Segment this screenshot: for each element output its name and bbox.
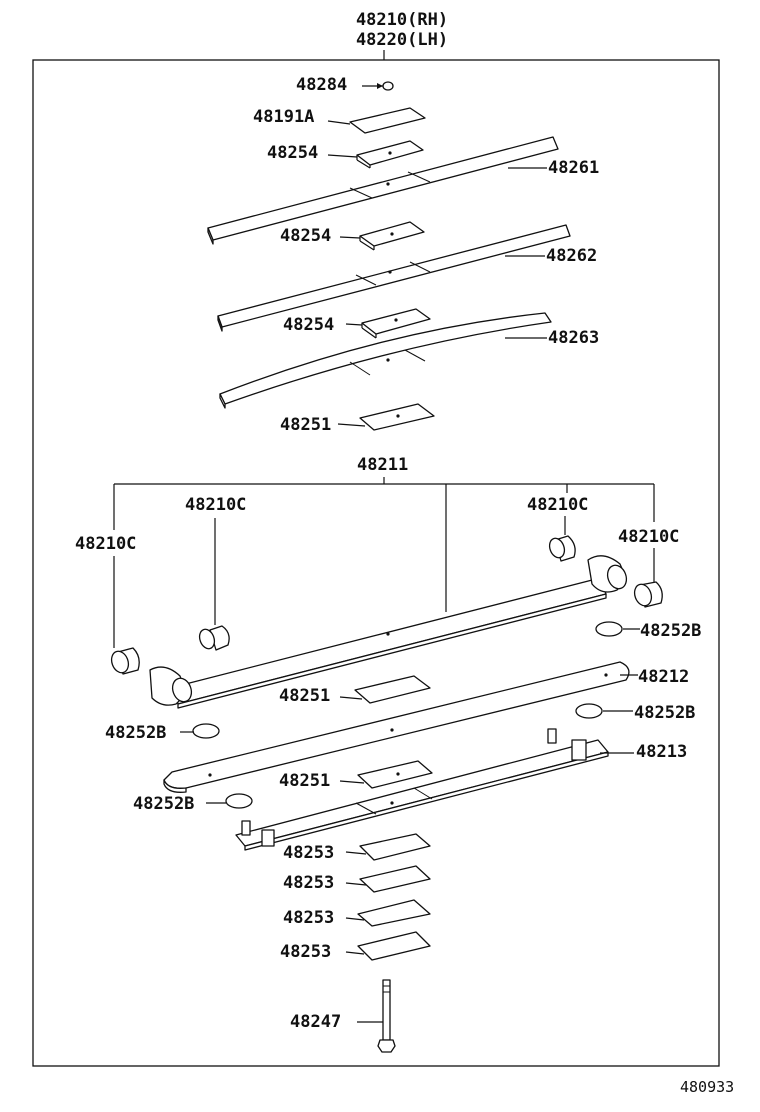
label-48212: 48212 bbox=[638, 667, 689, 687]
assembly-title-rh: 48210(RH) bbox=[356, 10, 448, 30]
part-48252b-cap-1[interactable] bbox=[595, 621, 640, 637]
part-48213-leaf[interactable] bbox=[235, 728, 634, 851]
label-48251-2: 48251 bbox=[279, 686, 330, 706]
label-48251-1: 48251 bbox=[280, 415, 331, 435]
part-48254-spacer-3[interactable] bbox=[345, 308, 431, 339]
leader-48211 bbox=[113, 477, 655, 612]
label-48253-2: 48253 bbox=[283, 873, 334, 893]
label-48210c-2: 48210C bbox=[527, 495, 588, 515]
part-48254-spacer-2[interactable] bbox=[339, 221, 425, 251]
label-48253-4: 48253 bbox=[280, 942, 331, 962]
label-48252b-1: 48252B bbox=[640, 621, 701, 641]
assembly-title-lh: 48220(LH) bbox=[356, 30, 448, 50]
part-48252b-cap-4[interactable] bbox=[206, 793, 253, 809]
label-48253-3: 48253 bbox=[283, 908, 334, 928]
label-48211: 48211 bbox=[357, 455, 408, 475]
part-48253-shim-1[interactable] bbox=[345, 833, 431, 861]
label-48262: 48262 bbox=[546, 246, 597, 266]
label-48210c-1: 48210C bbox=[185, 495, 246, 515]
label-48252b-4: 48252B bbox=[133, 794, 194, 814]
part-48210c-bushing-3[interactable] bbox=[109, 647, 140, 675]
diagram-code: 480933 bbox=[680, 1078, 734, 1096]
label-48210c-3: 48210C bbox=[75, 534, 136, 554]
label-48251-3: 48251 bbox=[279, 771, 330, 791]
part-48284-nut[interactable] bbox=[362, 81, 394, 91]
part-48253-shim-2[interactable] bbox=[345, 865, 431, 893]
part-48252b-cap-3[interactable] bbox=[575, 703, 633, 719]
label-48252b-3: 48252B bbox=[634, 703, 695, 723]
label-48254-1: 48254 bbox=[267, 143, 318, 163]
label-48213: 48213 bbox=[636, 742, 687, 762]
part-48210c-bushing-4[interactable] bbox=[632, 581, 663, 608]
label-48253-1: 48253 bbox=[283, 843, 334, 863]
part-48251-pad-3[interactable] bbox=[339, 760, 433, 789]
part-48254-spacer-1[interactable] bbox=[327, 140, 424, 169]
part-48210c-bushing-2[interactable] bbox=[547, 535, 576, 562]
part-48251-pad-1[interactable] bbox=[337, 403, 435, 431]
part-48210c-bushing-1[interactable] bbox=[197, 625, 230, 651]
part-48262-leaf[interactable] bbox=[217, 224, 571, 332]
part-48253-shim-4[interactable] bbox=[345, 931, 431, 961]
part-48263-leaf[interactable] bbox=[219, 312, 552, 409]
part-48253-shim-3[interactable] bbox=[345, 899, 431, 927]
part-48191a-plate[interactable] bbox=[327, 107, 426, 134]
part-48252b-cap-2[interactable] bbox=[180, 723, 220, 739]
label-48263: 48263 bbox=[548, 328, 599, 348]
label-48191a: 48191A bbox=[253, 107, 314, 127]
label-48254-2: 48254 bbox=[280, 226, 331, 246]
label-48261: 48261 bbox=[548, 158, 599, 178]
label-48284: 48284 bbox=[296, 75, 347, 95]
part-48261-leaf[interactable] bbox=[207, 136, 559, 245]
label-48247: 48247 bbox=[290, 1012, 341, 1032]
part-48247-center-bolt[interactable] bbox=[357, 979, 396, 1053]
part-48212-leaf[interactable] bbox=[163, 661, 638, 793]
diagram-frame bbox=[32, 59, 720, 1067]
label-48252b-2: 48252B bbox=[105, 723, 166, 743]
part-48211-main-leaf[interactable] bbox=[149, 555, 630, 709]
part-48251-pad-2[interactable] bbox=[339, 675, 431, 704]
label-48210c-4: 48210C bbox=[618, 527, 679, 547]
label-48254-3: 48254 bbox=[283, 315, 334, 335]
